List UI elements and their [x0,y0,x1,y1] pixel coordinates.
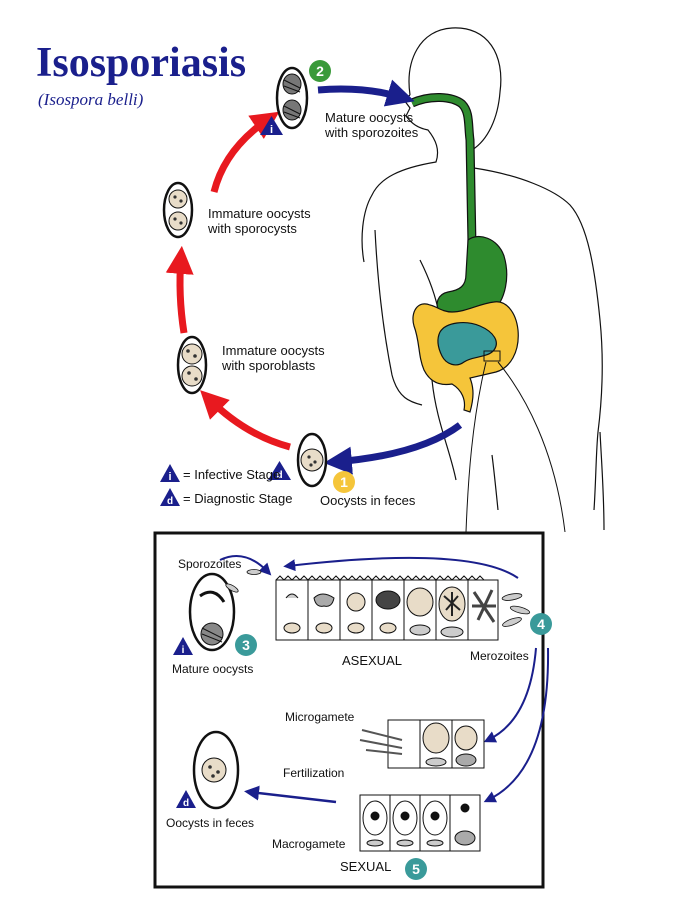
digestive-tract [410,93,508,321]
oocyst-immature-sporocysts [162,181,194,239]
legend-infective-icon: i [160,464,180,483]
microgamete-cells [359,719,485,769]
label-sporozoites: Sporozoites [178,557,242,571]
label-macrogamete: Macrogamete [272,837,346,851]
legend-diagnostic-icon: d [160,488,180,507]
infective-badge-cycle: i [260,116,283,136]
label-inset-mature-oocysts: Mature oocysts [172,662,254,676]
arrow-ingestion [317,79,415,107]
label-oocysts-in-feces: Oocysts in feces [320,493,416,508]
label-microgamete: Microgamete [285,710,355,724]
svg-text:d: d [167,496,173,507]
arrow-oocyst-excretion [244,785,337,804]
diagnostic-badge-cycle: d [268,461,291,481]
step-2-badge: 2 [309,60,331,82]
svg-text:d: d [183,798,189,809]
arrow-sporulation-1 [200,390,291,451]
label-fertilization: Fertilization [283,766,345,780]
sporozoite-release-arrow [219,555,272,576]
legend-infective-text: = Infective Stage [183,467,281,482]
label-immature-sporoblasts: Immature oocysts with sporoblasts [222,343,325,373]
inset-pointer-line-2 [465,361,487,533]
arrow-to-microgamete [483,647,537,743]
page-title: Isosporiasis [36,40,247,86]
label-inset-oocysts-in-feces: Oocysts in feces [166,816,255,830]
oocyst-in-feces [296,432,328,488]
step-5-badge: 5 [405,858,427,880]
step-4-badge: 4 [530,613,552,635]
page-subtitle: (Isospora belli) [38,90,144,109]
small-intestine [437,322,497,366]
svg-text:i: i [270,124,273,136]
svg-text:i: i [168,471,171,483]
arrow-sporulation-3 [210,111,280,193]
label-immature-sporocysts: Immature oocysts with sporocysts [208,206,311,236]
oocyst-mature-sporozoites [275,66,309,130]
inset-diagnostic-badge: d [176,790,196,809]
label-asexual: ASEXUAL [342,653,402,668]
legend-diagnostic-text: = Diagnostic Stage [183,491,293,506]
inset-mature-oocyst [188,572,236,652]
label-merozoites: Merozoites [470,649,529,663]
label-mature-oocysts-sporozoites: Mature oocysts with sporozoites [325,110,419,140]
label-sexual: SEXUAL [340,859,392,874]
inset-pointer-line [497,361,566,533]
merozoites-cluster [225,569,531,627]
oocyst-immature-sporoblasts [176,335,208,395]
svg-text:d: d [276,470,282,481]
svg-text:i: i [182,645,185,656]
intestine-detail-box [483,350,501,362]
asexual-epithelium [275,575,499,641]
inset-oocyst-feces [192,730,240,810]
merozoite-return-arrow [283,556,519,579]
arrow-excretion [323,422,463,475]
inset-infective-badge: i [173,637,193,656]
step-3-badge: 3 [235,634,257,656]
macrogamete-cells [359,794,481,852]
arrow-sporulation-2 [165,245,194,334]
step-1-badge: 1 [333,471,355,493]
arrow-to-macrogamete [483,647,550,803]
